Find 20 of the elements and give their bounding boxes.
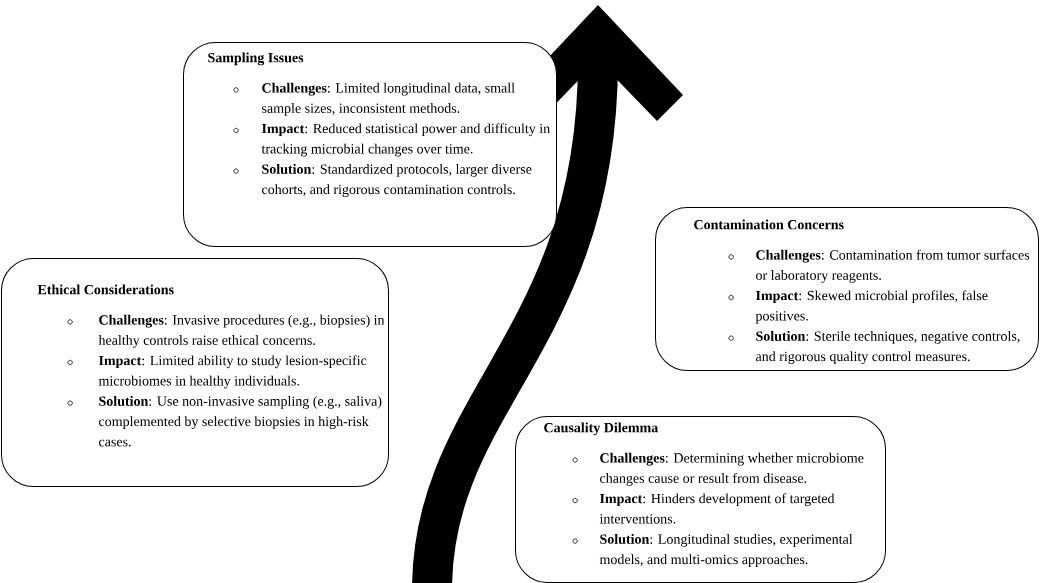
heading: Causality Dilemma — [544, 422, 658, 436]
bullet-text: Solution: Longitudinal studies, experimental models, and multi-omics approaches. — [599, 534, 853, 567]
bullet-text: Challenges: Invasive procedures (e.g., biopsies) in healthy controls raise ethical concerns. — [98, 314, 385, 348]
bullet-text: Impact: Hinders development of targeted interventions. — [599, 493, 835, 524]
bullet-text: Solution: Use non-invasive sampling (e.g., saliva) complemented by selective biopsies in high-risk cases. — [99, 396, 382, 447]
heading: Ethical Considerations — [37, 284, 174, 295]
heading: Contamination Concerns — [694, 219, 844, 230]
bullet-text: Solution: Standardized protocols, larger diverse cohorts, and rigorous contamination controls. — [262, 164, 532, 198]
bullet-text: Solution: Sterile techniques, negative controls, and rigorous quality control measures. — [756, 331, 1020, 365]
rounded-box — [183, 42, 557, 247]
rounded-box — [1, 258, 389, 487]
bullet-text: Impact: Limited ability to study lesion-specific microbiomes in healthy individuals. — [98, 355, 367, 389]
bullet-text: Impact: Reduced statistical power and difficulty in tracking microbial changes over time. — [261, 123, 550, 157]
bullet-text: Challenges: Limited longitudinal data, small sample sizes, inconsistent methods. — [262, 82, 515, 116]
bullet-text: Challenges: Contamination from tumor surfaces or laboratory reagents. — [756, 249, 1030, 283]
rounded-box — [655, 207, 1039, 371]
bullet-text: Challenges: Determining whether microbiome changes cause or result from disease. — [600, 452, 864, 486]
rounded-box — [515, 416, 886, 583]
heading: Sampling Issues — [208, 52, 304, 66]
bullet-text: Impact: Skewed microbial profiles, false positives. — [755, 290, 988, 324]
